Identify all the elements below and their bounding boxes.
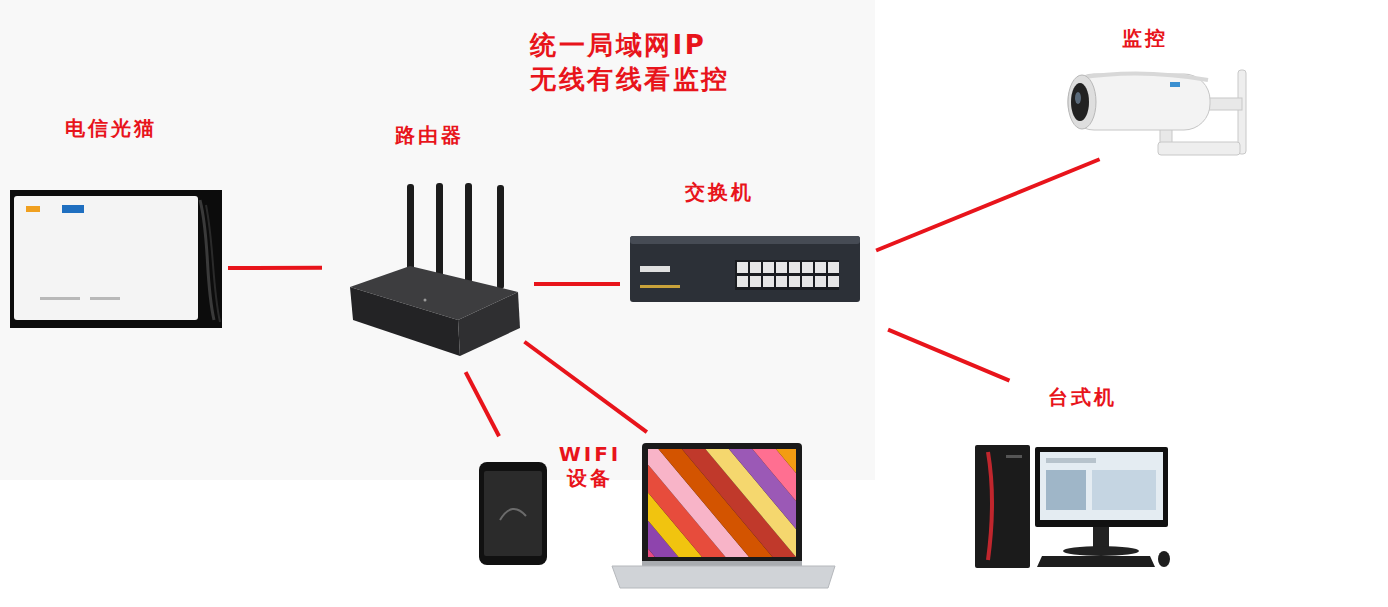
router-antenna bbox=[436, 183, 443, 277]
switch-body bbox=[630, 236, 860, 302]
monitor-foot bbox=[1063, 546, 1139, 556]
camera-logo bbox=[1170, 82, 1180, 87]
camera-lens bbox=[1071, 83, 1089, 121]
device-label: 电信光猫 bbox=[65, 116, 157, 140]
port bbox=[789, 262, 800, 273]
heading-text: 无线有线看监控 bbox=[530, 64, 730, 95]
modem-indicator bbox=[40, 297, 80, 300]
modem-indicator bbox=[90, 297, 120, 300]
switch-logo bbox=[640, 266, 670, 272]
port bbox=[776, 276, 787, 287]
monitor-picture bbox=[1092, 470, 1156, 510]
modem-photo-ground bbox=[10, 190, 222, 328]
grey-panel bbox=[0, 0, 875, 480]
router-antenna bbox=[465, 183, 472, 283]
cable-line bbox=[466, 372, 499, 436]
cable-line bbox=[888, 330, 1009, 381]
port bbox=[815, 262, 826, 273]
port bbox=[737, 262, 748, 273]
port bbox=[789, 276, 800, 287]
router-led bbox=[424, 299, 427, 302]
device-node: 台式机 bbox=[970, 383, 1170, 570]
port-panel bbox=[735, 260, 839, 290]
wallpaper-band bbox=[687, 449, 796, 557]
port bbox=[750, 276, 761, 287]
monitor-header bbox=[1046, 458, 1096, 463]
mouse bbox=[1158, 551, 1170, 567]
keyboard bbox=[1037, 556, 1155, 567]
switch-badge bbox=[640, 285, 680, 288]
port bbox=[763, 276, 774, 287]
device-node: 监控 bbox=[1060, 24, 1275, 157]
device-label: 台式机 bbox=[1048, 385, 1117, 409]
monitor-screen bbox=[1040, 452, 1163, 520]
router-side bbox=[458, 292, 520, 356]
port bbox=[776, 262, 787, 273]
switch-bevel bbox=[630, 236, 860, 244]
phone-screen bbox=[484, 471, 542, 556]
device-label: 监控 bbox=[1122, 26, 1168, 50]
device-label: 交换机 bbox=[685, 180, 754, 204]
laptop-hinge bbox=[642, 561, 802, 566]
router-antenna bbox=[407, 184, 414, 272]
port bbox=[828, 262, 839, 273]
device-label: WIFI 设备 bbox=[555, 442, 625, 490]
port bbox=[763, 262, 774, 273]
cable-line bbox=[228, 266, 322, 270]
port bbox=[815, 276, 826, 287]
camera-antenna bbox=[1238, 70, 1246, 154]
modem-body bbox=[14, 196, 198, 320]
phone-wallpaper bbox=[500, 509, 526, 520]
monitor-bezel bbox=[1035, 447, 1168, 527]
camera-shade bbox=[1078, 73, 1208, 80]
switch-ports bbox=[735, 260, 839, 290]
port bbox=[802, 276, 813, 287]
cable-line bbox=[524, 342, 646, 432]
camera-body bbox=[1068, 74, 1210, 130]
device-label: 路由器 bbox=[395, 123, 464, 147]
device-node: 电信光猫 bbox=[10, 112, 222, 328]
router-front bbox=[350, 287, 460, 356]
port bbox=[828, 276, 839, 287]
modem-logo bbox=[26, 206, 40, 212]
wallpaper-band bbox=[701, 449, 796, 551]
camera-base bbox=[1158, 142, 1240, 155]
port bbox=[802, 262, 813, 273]
wallpaper-band bbox=[715, 449, 796, 540]
monitor-picture bbox=[1046, 470, 1086, 510]
cable-line bbox=[534, 282, 620, 286]
laptop-wallpaper bbox=[648, 449, 796, 557]
pc-tower bbox=[975, 445, 1030, 568]
pc-drive bbox=[1006, 455, 1022, 458]
monitor-stand bbox=[1093, 527, 1109, 549]
laptop-base bbox=[612, 566, 835, 588]
port bbox=[737, 276, 748, 287]
camera-glint bbox=[1075, 92, 1081, 104]
router-antenna bbox=[497, 185, 504, 289]
modem-cable bbox=[206, 205, 220, 322]
modem-logo bbox=[62, 205, 84, 213]
wallpaper-band bbox=[729, 449, 796, 528]
phone-body bbox=[479, 462, 547, 565]
cable-line bbox=[876, 159, 1099, 250]
heading-text: 统一局域网IP bbox=[530, 30, 706, 61]
port bbox=[750, 262, 761, 273]
device-node: WIFI 设备 bbox=[475, 438, 837, 590]
device-node: 交换机 bbox=[625, 180, 865, 320]
pc-tower-accent bbox=[988, 452, 992, 560]
camera-ring bbox=[1068, 75, 1096, 129]
device-node: 路由器 bbox=[325, 122, 522, 365]
